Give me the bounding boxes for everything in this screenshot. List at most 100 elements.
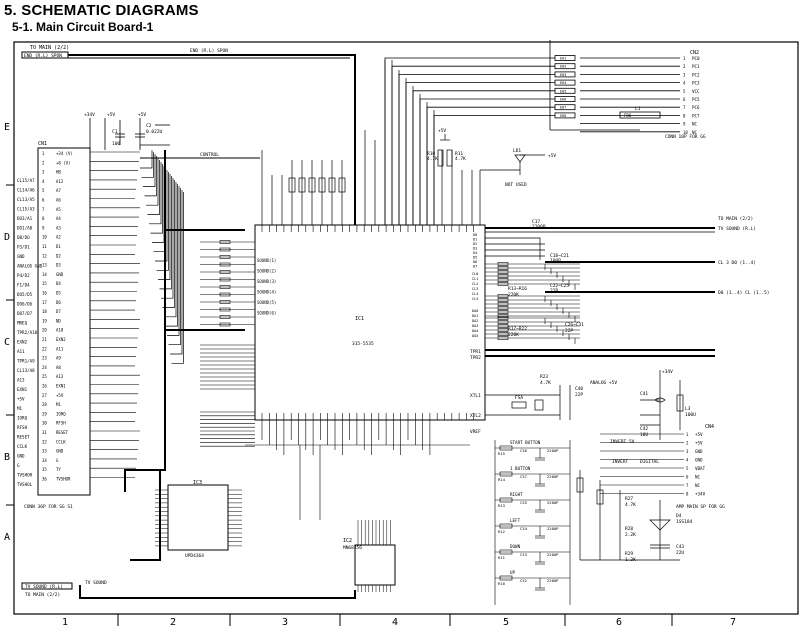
svg-text:UPD4364: UPD4364	[185, 553, 204, 559]
cn1-pin-number: 19	[42, 318, 47, 323]
svg-text:CN4: CN4	[705, 424, 714, 430]
button-name: RIGHT	[510, 492, 523, 497]
cn1-pin-number: 2	[42, 160, 45, 165]
pc-bus-wire	[391, 65, 555, 225]
cn1-side-label: P4/D2	[17, 273, 30, 278]
cn1-pin-number: 23	[42, 356, 47, 361]
button-cap-ref: C34	[520, 526, 528, 531]
cn4-pin-signal: GND	[695, 458, 703, 463]
cn1-side-label: DO5/D5	[17, 292, 33, 297]
cn1-pin-signal: TVSHOR	[56, 477, 71, 482]
c22-label: C22~C25	[550, 283, 569, 289]
c43-val: 22U	[676, 550, 684, 556]
cn1-side-label: CL13/A8	[17, 368, 35, 373]
cn1-bus-wire	[171, 192, 184, 364]
button-res-ref: R13	[498, 503, 505, 508]
ic1-right-pin-label: D0	[473, 233, 477, 237]
cn1-bus-wire	[159, 176, 172, 290]
ic1-right-pin-label: CL2	[472, 282, 478, 286]
button-name: UP	[510, 570, 516, 575]
ic1-right-pin-label: D6	[473, 260, 477, 264]
cn1-side-label: GND	[17, 254, 25, 259]
r29-val: 2.2K	[625, 532, 636, 538]
cn1-pin-signal: A5	[56, 207, 61, 212]
ic3-memory: IC3 UPD4364	[155, 480, 242, 559]
button-cap-ref: C36	[520, 448, 528, 453]
offpage-right-to-main: TO MAIN (2/2)	[718, 216, 753, 222]
button-cap-val: 2200P	[547, 448, 559, 453]
r13-val: 220K	[508, 292, 519, 298]
button-cap-ref: C35	[520, 500, 527, 505]
cn1-side-label: CL15/A7	[17, 178, 35, 183]
r30-val: 1.2K	[625, 557, 636, 563]
digital-label: DIGITAL	[640, 459, 659, 465]
r17-label: R17~R22	[508, 326, 527, 332]
cn1-side-label: DO6/D6	[17, 302, 33, 307]
cn1-side-label: ANALOG GND	[17, 264, 43, 269]
button-name: DOWN	[510, 544, 521, 549]
svg-text:END (R.L) SPON: END (R.L) SPON	[24, 53, 62, 59]
cn4-pin-number: 5	[686, 466, 689, 471]
cn1-pin-signal: A3	[56, 225, 61, 230]
cap-c1-val: 100	[112, 141, 120, 147]
cn1-pin-signal: G	[56, 458, 59, 463]
c17-label: C17	[532, 219, 540, 225]
cn1-side-label: TPR2/A10	[17, 330, 38, 335]
cn1-side-label: MREQ	[17, 321, 28, 326]
vref-label: VREF	[470, 429, 481, 435]
cn1-side-label: F1/D4	[17, 283, 30, 288]
cn2-pin-number: 9	[683, 122, 686, 127]
cn1-bus-wire	[146, 158, 159, 206]
ic1-right-pin-label: CL5	[472, 297, 478, 301]
cn1-pin-signal: D7	[56, 309, 61, 314]
sound-ladder-resistor	[219, 322, 231, 327]
cn1-pin-number: 6	[42, 198, 45, 203]
offpage-clock-bus: CL 3 D0 (1..4)	[718, 260, 756, 266]
cn2-pin-signal: PC5	[692, 97, 700, 102]
right-bus-group	[485, 227, 715, 357]
rc-bank-resistor	[497, 336, 509, 340]
cn1-pin-number: 13	[42, 263, 47, 268]
cn1-side-label: EXN2	[17, 340, 28, 345]
ic1-left-pin-label: SOUND(1)	[257, 258, 276, 263]
zone-col-4: 4	[392, 617, 398, 628]
left-thick-bus	[79, 150, 356, 599]
under-ic1-bus	[200, 411, 470, 520]
cn1-bus-wire	[168, 188, 181, 346]
rc-bank-resistor	[497, 270, 509, 274]
analog-5v-label: ANALOG +5V	[590, 380, 617, 386]
cn4-pin-number: 1	[686, 432, 689, 437]
cn2-pin-signal: PC1	[692, 64, 700, 69]
cn1-pin-number: 34	[42, 458, 47, 463]
cn1-pin-signal: RFSH	[56, 421, 66, 426]
r11-label: R11	[455, 151, 463, 157]
zone-row-D: D	[4, 232, 10, 243]
cn1-side-label: EXN1	[17, 387, 28, 392]
cn1-pin-number: 10	[42, 235, 47, 240]
cn1-pin-number: 22	[42, 346, 47, 351]
cn1-pin-number: 1	[42, 151, 45, 156]
ic1-right-pin-label: D7	[473, 265, 477, 269]
button-cap-val: 2200P	[547, 526, 559, 531]
zone-col-7: 7	[730, 617, 736, 628]
cn1-pin-signal: M1	[56, 402, 61, 407]
cn1-pin-number: 21	[42, 337, 47, 342]
cn2-pin-signal: NC	[692, 130, 698, 135]
cn1-side-label: CL14/A6	[17, 188, 35, 193]
cn1-bus-wire	[156, 172, 169, 271]
cn1-pin-signal: A2	[56, 235, 61, 240]
cn1-side-label: CCLK	[17, 444, 28, 449]
cn1-pin-signal: +34 (V)	[56, 151, 73, 156]
control-signal-label: CONTROL	[200, 152, 219, 158]
cn1-side-label: P3/D1	[17, 245, 30, 250]
cn1-pin-signal: D3	[56, 263, 61, 268]
rc-bank-resistor	[497, 274, 509, 278]
sound-ladder-resistor	[219, 270, 231, 274]
svg-text:CN2: CN2	[690, 50, 699, 56]
cn1-pin-number: 4	[42, 179, 45, 184]
d4-label: D4	[676, 513, 682, 519]
cn2-footer: CONN 10P FOR GG	[665, 134, 706, 140]
cn1-side-label: GND	[17, 454, 25, 459]
cn1-pin-number: 36	[42, 477, 47, 482]
cn4-pin-number: 6	[686, 475, 689, 480]
